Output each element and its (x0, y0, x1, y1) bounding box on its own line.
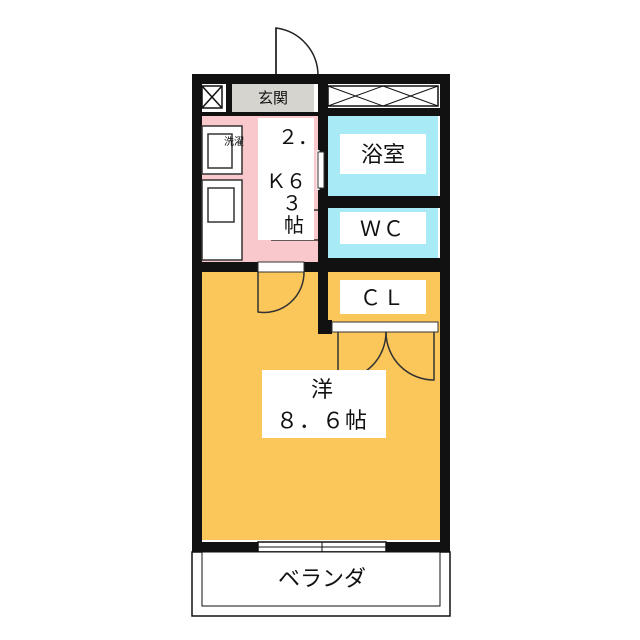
kitchen-label-3: ３ (282, 191, 302, 215)
closet-label-bg (340, 280, 426, 314)
kitchen-label-bg (258, 118, 314, 240)
western-label-bg (262, 370, 386, 438)
top-storage (327, 85, 439, 107)
veranda-outline (191, 551, 451, 617)
closet-label: ＣＬ (360, 286, 406, 310)
western-label-2: ８．６帖 (276, 409, 368, 434)
closet-doors (331, 321, 439, 381)
western-label-1: 洋 (311, 378, 333, 403)
veranda-label: ベランダ (278, 567, 366, 592)
entrance-door (275, 27, 319, 77)
wc-label-bg (340, 212, 426, 244)
kitchen-label-2: Ｋ６ (266, 169, 306, 193)
pipe-space-icon (201, 85, 223, 109)
walls (192, 74, 450, 552)
laundry-label: 洗濯 (224, 136, 244, 148)
kitchen-label-1: ２． (278, 125, 318, 149)
entrance-label: 玄関 (258, 89, 288, 107)
veranda-window (257, 541, 387, 553)
kitchen-counter (201, 179, 243, 261)
entrance-fill (232, 84, 314, 112)
western-door (257, 261, 305, 314)
bath-label-bg (340, 134, 426, 174)
laundry-space (201, 125, 243, 175)
bath-label: 浴室 (361, 143, 405, 168)
wc-label: ＷＣ (360, 217, 406, 241)
kitchen-label-4: 帖 (284, 213, 304, 237)
